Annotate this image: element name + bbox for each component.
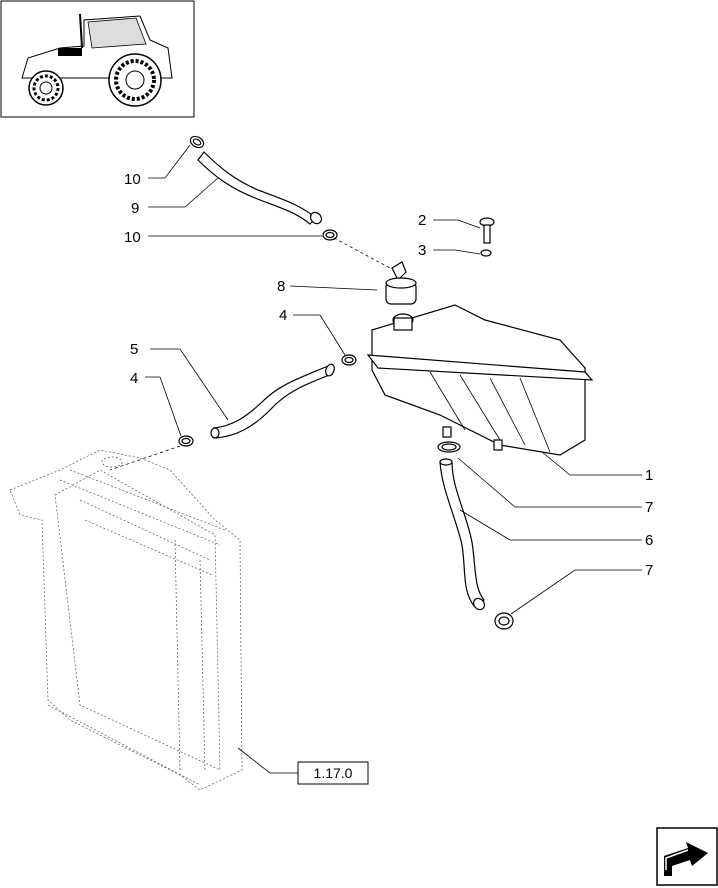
callout-2: 2 (418, 212, 426, 229)
clamp-hose-end (494, 612, 514, 630)
callout-1: 1 (645, 467, 653, 484)
clamp-left-4 (178, 435, 194, 447)
reference-label: 1.17.0 (314, 765, 353, 781)
washer (480, 249, 492, 257)
reference-box[interactable]: 1.17.0 (297, 761, 369, 785)
clamp-tank-outlet (437, 441, 461, 453)
clamp-lower-10 (322, 229, 338, 241)
clamp-right-4 (341, 354, 357, 366)
clamp-upper (189, 135, 205, 149)
callout-4-right: 4 (279, 307, 287, 324)
arrow-next-page-icon[interactable] (656, 827, 718, 886)
expansion-tank (366, 304, 594, 456)
callout-10-upper: 10 (124, 171, 141, 188)
leader-lines (145, 144, 642, 774)
radiator-outline (9, 449, 243, 791)
callout-3: 3 (418, 242, 426, 259)
callout-8: 8 (277, 278, 285, 295)
hose-middle (213, 365, 333, 439)
callout-6: 6 (645, 532, 653, 549)
callout-10-lower: 10 (124, 229, 141, 246)
tractor-thumbnail-icon (0, 0, 195, 118)
callout-7-lower: 7 (645, 562, 653, 579)
hose-lower (439, 461, 485, 607)
callout-7-upper: 7 (645, 499, 653, 516)
callout-9: 9 (131, 200, 139, 217)
bolt (479, 217, 495, 244)
callout-5: 5 (130, 341, 138, 358)
hose-upper (197, 151, 317, 225)
callout-4-left: 4 (130, 370, 138, 387)
filler-cap (385, 261, 417, 305)
